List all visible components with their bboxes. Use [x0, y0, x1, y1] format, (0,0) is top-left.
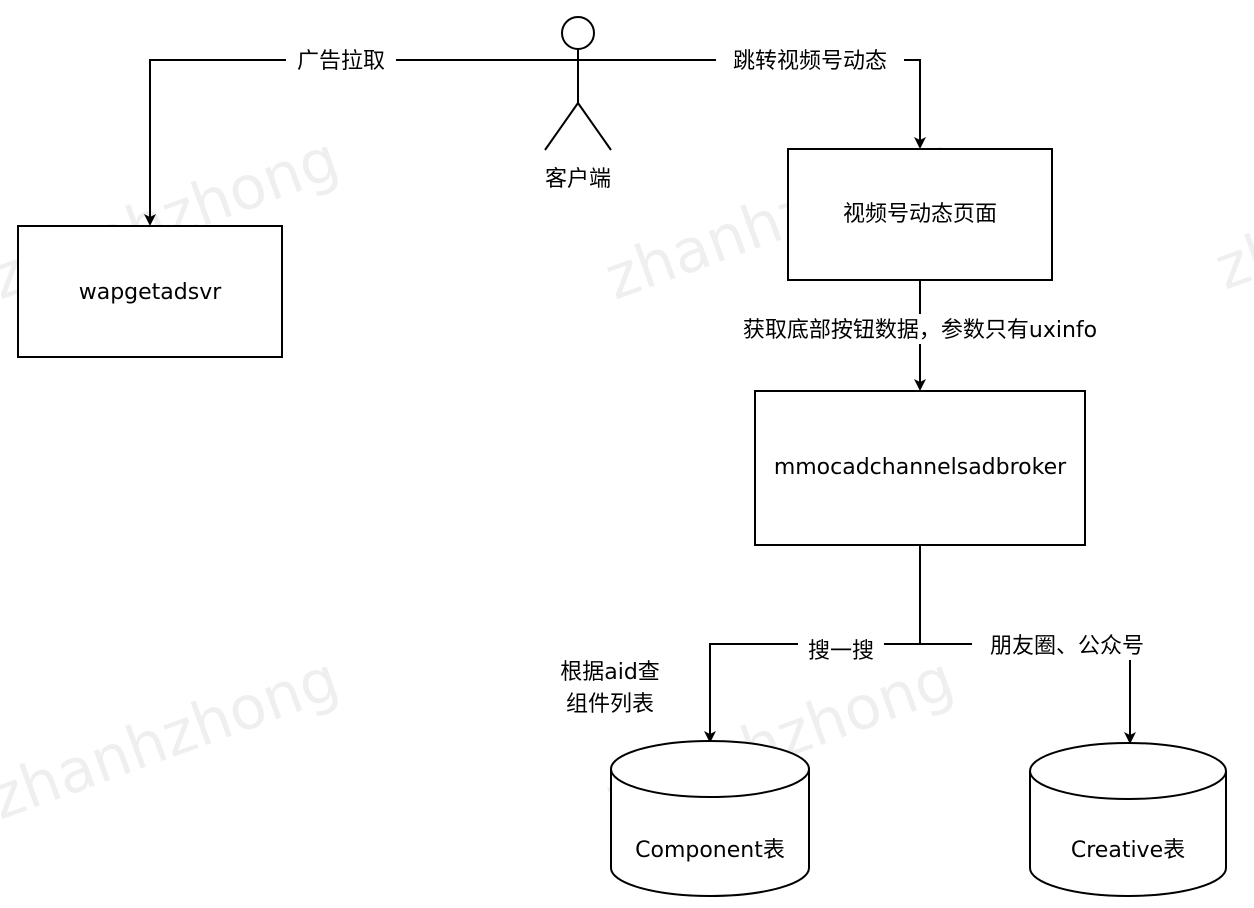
node-box — [754, 390, 1086, 546]
db-label: Creative表 — [1071, 838, 1185, 863]
cylinder-top — [610, 740, 810, 798]
node-label: wapgetadsvr — [79, 280, 222, 305]
node-wapgetadsvr[interactable]: wapgetadsvr — [17, 225, 283, 358]
note-line-1: 根据aid查 — [560, 660, 660, 685]
note-line-2: 组件列表 — [566, 692, 654, 717]
db-label: Component表 — [635, 838, 785, 863]
edge-label-bg — [712, 314, 1128, 344]
db-creative[interactable]: Creative表 — [1029, 742, 1227, 897]
node-label: mmocadchannelsadbroker — [774, 455, 1067, 480]
actor-right-leg — [577, 102, 612, 151]
edge-label-bg — [716, 45, 904, 75]
actor-label: 客户端 — [545, 167, 611, 192]
actor-left-leg — [544, 102, 579, 151]
edge-label-bg — [798, 635, 884, 665]
edge-ad-pull — [144, 59, 545, 226]
edge-label-bg — [972, 630, 1162, 660]
db-component[interactable]: Component表 — [610, 740, 810, 897]
edge-jump — [578, 59, 926, 149]
client-actor[interactable]: 客户端 — [544, 16, 612, 192]
node-box — [17, 225, 283, 358]
edge-label-bg — [286, 45, 396, 75]
cylinder-body — [610, 769, 810, 897]
edge-label-moments: 朋友圈、公众号 — [990, 634, 1144, 659]
edge-label-fetch-button: 获取底部按钮数据，参数只有uxinfo — [743, 318, 1097, 343]
node-broker[interactable]: mmocadchannelsadbroker — [754, 390, 1086, 546]
edge-label-jump: 跳转视频号动态 — [733, 49, 887, 74]
actor-head-icon — [561, 16, 595, 50]
cylinder-top — [1029, 742, 1227, 800]
node-video-page[interactable]: 视频号动态页面 — [787, 148, 1053, 281]
edge-label-ad-pull: 广告拉取 — [297, 49, 385, 74]
watermark: zhanhzhong — [0, 644, 348, 835]
cylinder-body — [1029, 771, 1227, 897]
watermark: zhanhzhong — [1206, 114, 1254, 305]
edge-label-search: 搜一搜 — [808, 639, 874, 664]
node-box — [787, 148, 1053, 281]
node-label: 视频号动态页面 — [843, 202, 997, 227]
